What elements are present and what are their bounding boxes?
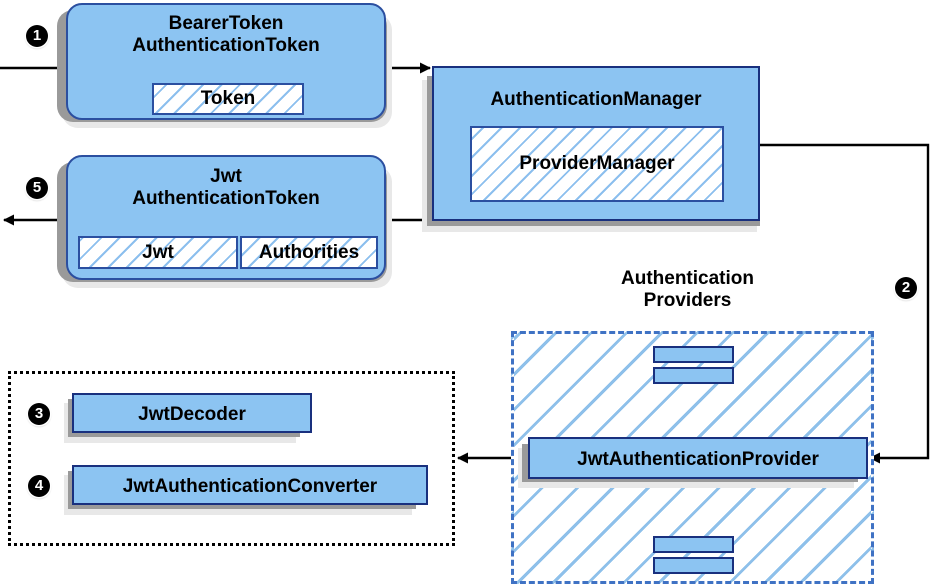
badge-step-2: 2 xyxy=(895,277,917,299)
authentication-manager-sub-box-provider-manager: ProviderManager xyxy=(470,126,724,202)
bearer-token-sub-box-token-label: Token xyxy=(200,88,256,109)
jwt-token-sub-box-jwt: Jwt xyxy=(78,236,238,269)
badge-step-5: 5 xyxy=(26,177,48,199)
authentication-providers-label: Authentication Providers xyxy=(621,268,754,312)
node-jwt-authentication-provider[interactable]: JwtAuthenticationProvider xyxy=(528,437,868,479)
jwt-authentication-provider-title: JwtAuthenticationProvider xyxy=(577,449,819,470)
jwt-token-sub-box-authorities: Authorities xyxy=(240,236,378,269)
jwt-token-sub-box-authorities-label: Authorities xyxy=(258,241,360,263)
node-bearer-token-authentication-token[interactable]: BearerToken AuthenticationToken Token xyxy=(66,3,386,120)
node-authentication-manager[interactable]: AuthenticationManager ProviderManager xyxy=(432,66,760,221)
jwt-decoder-title: JwtDecoder xyxy=(138,404,246,425)
node-jwt-authentication-converter[interactable]: JwtAuthenticationConverter xyxy=(72,465,428,505)
provider-slot-bar-top-1 xyxy=(653,346,734,363)
provider-manager-label: ProviderManager xyxy=(519,153,675,174)
node-jwt-authentication-token[interactable]: Jwt AuthenticationToken Jwt Authorities xyxy=(66,155,386,280)
provider-slot-bar-bottom-1 xyxy=(653,536,734,553)
jwt-token-title: Jwt AuthenticationToken xyxy=(132,166,320,210)
badge-step-4: 4 xyxy=(28,475,50,497)
node-jwt-decoder[interactable]: JwtDecoder xyxy=(72,393,312,433)
authentication-manager-title: AuthenticationManager xyxy=(490,89,702,110)
jwt-support-components-group xyxy=(8,371,455,546)
jwt-authentication-converter-title: JwtAuthenticationConverter xyxy=(122,476,378,497)
bearer-token-sub-box-token: Token xyxy=(152,83,304,115)
bearer-token-title: BearerToken AuthenticationToken xyxy=(132,13,320,57)
provider-slot-bar-bottom-2 xyxy=(653,557,734,574)
badge-step-1: 1 xyxy=(26,25,48,47)
provider-slot-bar-top-2 xyxy=(653,367,734,384)
jwt-token-sub-box-jwt-label: Jwt xyxy=(142,241,174,263)
badge-step-3: 3 xyxy=(28,403,50,425)
